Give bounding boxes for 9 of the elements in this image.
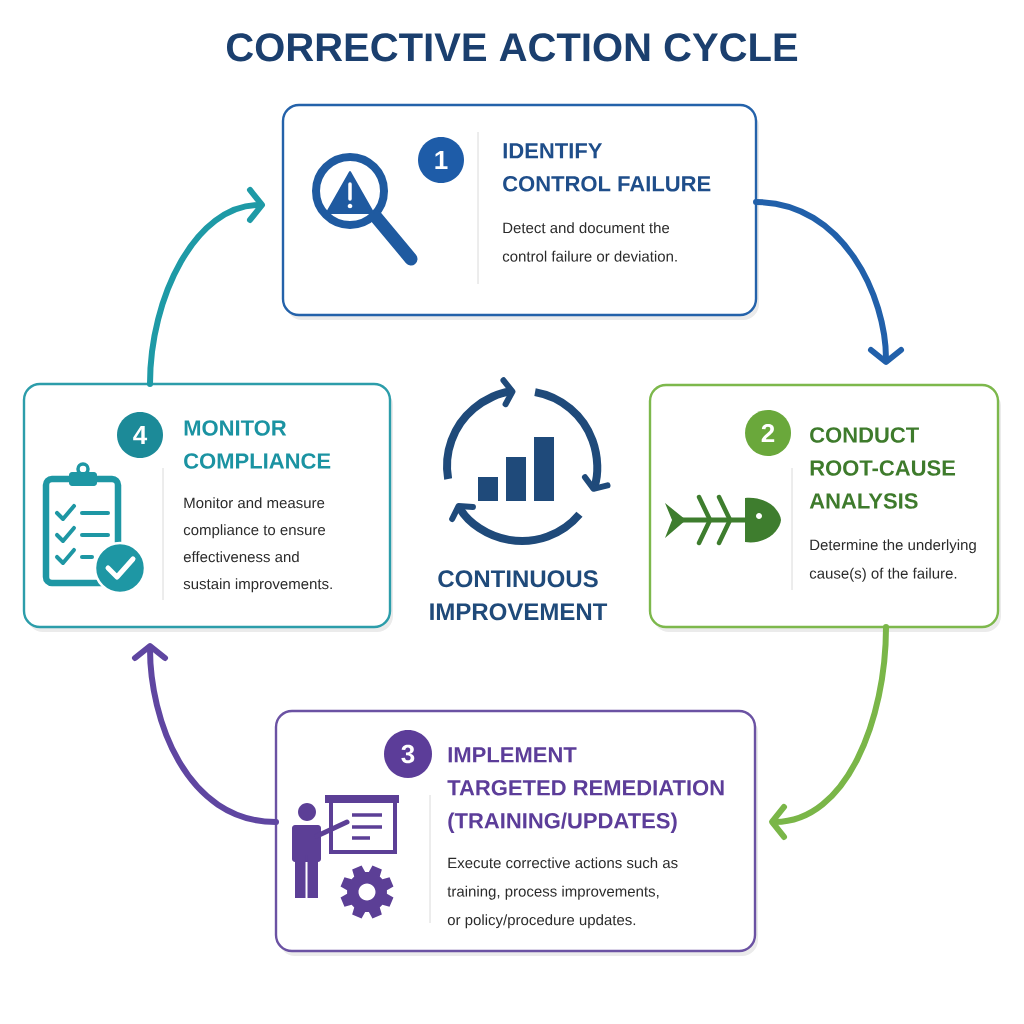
curved-arrow bbox=[147, 187, 265, 387]
curved-arrow bbox=[132, 643, 279, 825]
step-description: Detect and document the control failure or deviation. bbox=[502, 222, 677, 262]
step-heading: IDENTIFY CONTROL FAILURE bbox=[503, 143, 711, 192]
number-badge: 1 bbox=[418, 137, 464, 183]
cycle-label: CONTINUOUS IMPROVEMENT bbox=[430, 570, 608, 621]
title: CORRECTIVE ACTION CYCLE bbox=[226, 33, 798, 62]
curved-arrow bbox=[753, 199, 904, 365]
curved-arrow bbox=[769, 624, 889, 840]
